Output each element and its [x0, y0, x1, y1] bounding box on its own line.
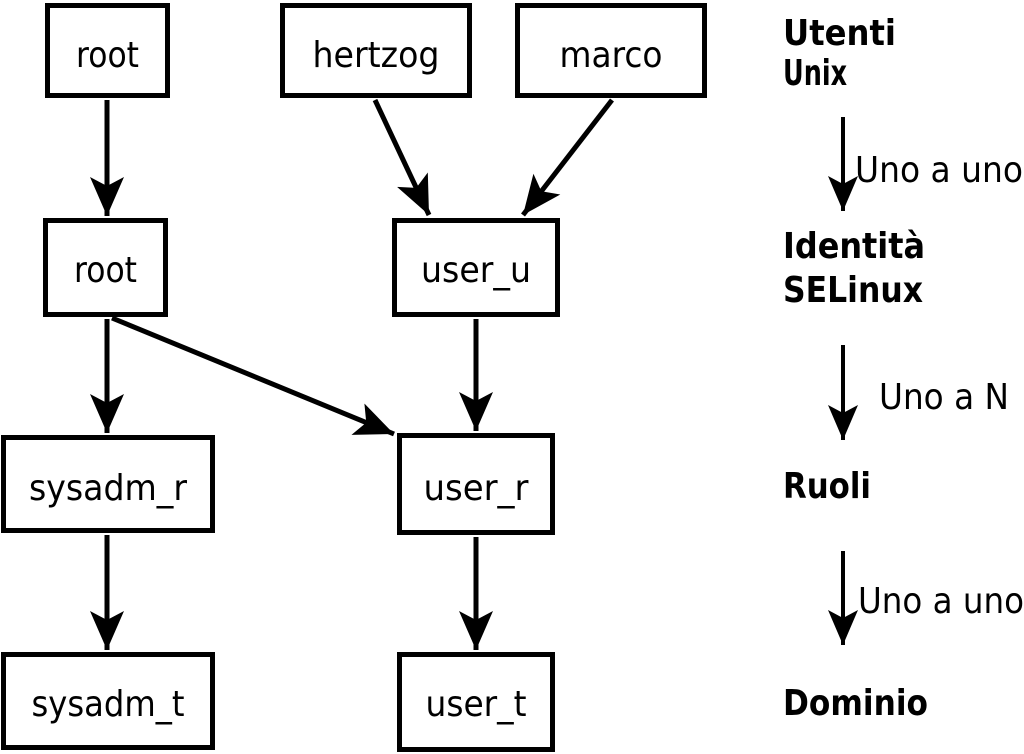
edge-hertzog-to-user_u — [372, 98, 432, 217]
legend-relation-uno-a-n: Uno a N — [879, 377, 1009, 418]
node-selinux-user_u-label: user_u — [421, 250, 531, 291]
node-unix-marco-box — [515, 3, 707, 98]
node-role-sysadm_r-label: sysadm_r — [29, 468, 187, 509]
node-role-user_r-box — [397, 433, 555, 535]
node-unix-marco-label: marco — [560, 35, 663, 76]
node-unix-marco: marco — [515, 3, 707, 98]
legend-relation-uno-a-uno-1: Uno a uno — [855, 150, 1023, 191]
node-domain-sysadm_t: sysadm_t — [1, 652, 215, 750]
node-selinux-root-label: root — [74, 250, 137, 291]
node-selinux-user_u: user_u — [392, 218, 560, 317]
node-selinux-user_u-box — [392, 218, 560, 317]
node-role-user_r-label: user_r — [424, 468, 529, 509]
node-domain-user_t-label: user_t — [426, 684, 527, 725]
nodes: root hertzog marco root user_u sysadm_r … — [1, 3, 707, 752]
node-unix-hertzog-box — [280, 3, 472, 98]
node-domain-user_t: user_t — [397, 652, 555, 752]
edge-marco-to-user_u — [521, 98, 614, 217]
legend-relation-uno-a-uno-2: Uno a uno — [858, 581, 1024, 622]
legend-level-identita-selinux-line2: SELinux — [783, 270, 923, 311]
node-domain-user_t-box — [397, 652, 555, 752]
node-role-sysadm_r-box — [1, 435, 215, 533]
legend-level-ruoli: Ruoli — [783, 466, 871, 507]
legend: Utenti Unix Uno a uno Identità SELinux U… — [783, 13, 1024, 724]
edge-selinux-root-to-user_r — [111, 315, 395, 437]
node-domain-sysadm_t-box — [1, 652, 215, 750]
legend-level-utenti-unix-line1: Utenti — [783, 13, 896, 54]
node-selinux-root-box — [43, 218, 168, 317]
node-unix-hertzog-label: hertzog — [313, 35, 440, 76]
node-unix-hertzog: hertzog — [280, 3, 472, 98]
legend-level-identita-selinux-line1: Identità — [783, 226, 925, 267]
edges — [90, 98, 614, 650]
node-selinux-root: root — [43, 218, 168, 317]
node-role-user_r: user_r — [397, 433, 555, 535]
node-role-sysadm_r: sysadm_r — [1, 435, 215, 533]
legend-level-utenti-unix-line2: Unix — [783, 53, 847, 94]
node-unix-root-label: root — [76, 35, 139, 76]
node-unix-root-box — [45, 3, 170, 98]
legend-level-dominio: Dominio — [783, 683, 928, 724]
node-domain-sysadm_t-label: sysadm_t — [32, 684, 185, 725]
node-unix-root: root — [45, 3, 170, 98]
